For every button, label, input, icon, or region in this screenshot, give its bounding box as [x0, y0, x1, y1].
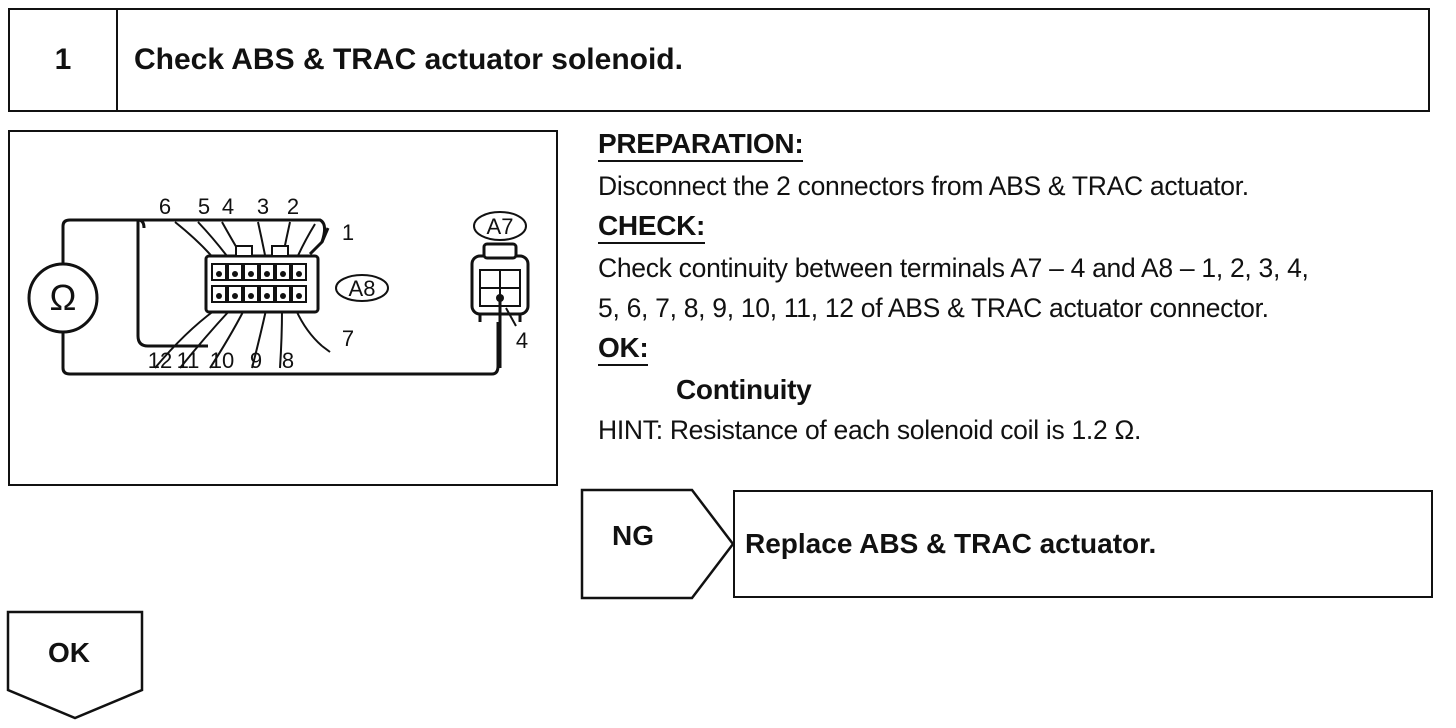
diagram-svg: Ω A8 A7 6 5 4 3 2 1 7 4 12 11 10 9 8: [27, 194, 530, 376]
a8-connector-icon: [204, 245, 320, 314]
pin-label: 3: [257, 194, 269, 219]
pin-label: 11: [177, 348, 200, 373]
a8-label: A8: [349, 276, 376, 301]
ohm-symbol: Ω: [50, 277, 77, 318]
pin-label: 7: [342, 326, 354, 351]
ng-label: NG: [612, 520, 654, 551]
a7-pin-label: 4: [516, 328, 528, 353]
ng-action: Replace ABS & TRAC actuator.: [733, 490, 1433, 598]
instructions: PREPARATION: Disconnect the 2 connectors…: [598, 124, 1448, 450]
step-number: 1: [10, 10, 118, 110]
preparation-text: Disconnect the 2 connectors from ABS & T…: [598, 171, 1249, 201]
ng-arrow-icon: [580, 488, 735, 600]
a7-label: A7: [487, 214, 514, 239]
pin-label: 5: [198, 194, 210, 219]
ok-arrow-icon: [6, 610, 144, 720]
check-text-line1: Check continuity between terminals A7 – …: [598, 253, 1309, 283]
pin-label: 6: [159, 194, 171, 219]
step-header: 1 Check ABS & TRAC actuator solenoid.: [8, 8, 1430, 112]
preparation-heading: PREPARATION:: [598, 128, 804, 162]
pin-label: 12: [148, 348, 172, 373]
a7-connector-icon: [470, 242, 530, 368]
step-title: Check ABS & TRAC actuator solenoid.: [134, 43, 683, 76]
wiring-diagram: Ω A8 A7 6 5 4 3 2 1 7 4 12 11 10 9 8: [8, 130, 558, 486]
ok-heading: OK:: [598, 332, 649, 366]
ok-result: Continuity: [676, 374, 812, 405]
pin-label: 10: [210, 348, 234, 373]
pin-label: 4: [222, 194, 234, 219]
hint-text: HINT: Resistance of each solenoid coil i…: [598, 415, 1142, 445]
check-heading: CHECK:: [598, 210, 705, 244]
pin-label: 1: [342, 220, 354, 245]
pin-label: 2: [287, 194, 299, 219]
pin-label: 8: [282, 348, 294, 373]
ok-branch-label: OK: [48, 637, 90, 668]
pin-label: 9: [250, 348, 262, 373]
check-text-line2: 5, 6, 7, 8, 9, 10, 11, 12 of ABS & TRAC …: [598, 293, 1269, 323]
